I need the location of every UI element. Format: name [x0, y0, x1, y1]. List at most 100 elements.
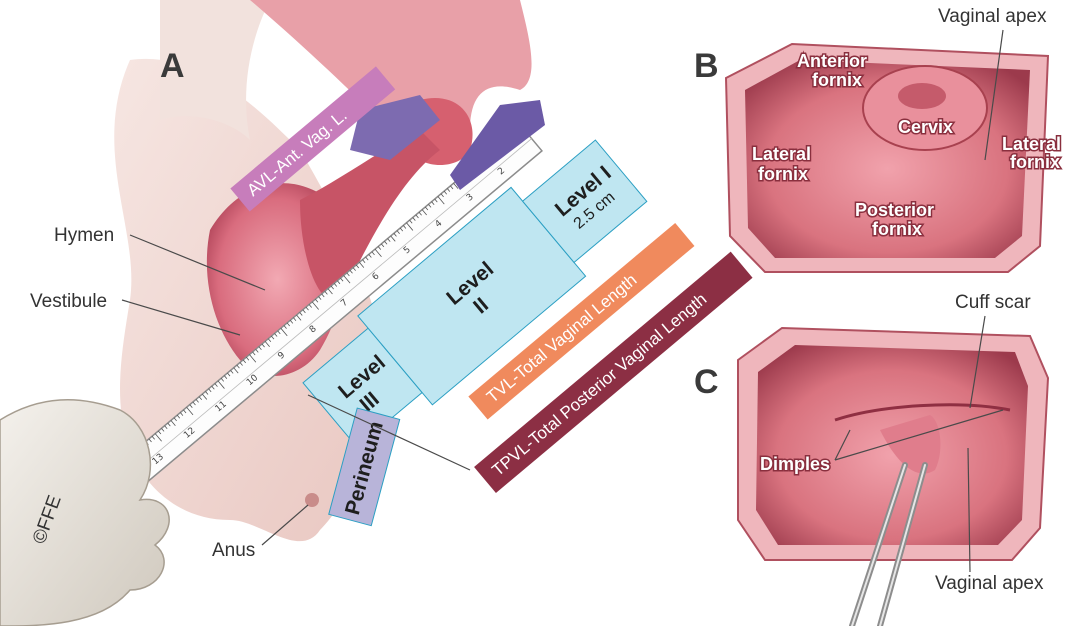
- ruler-tick: [201, 393, 208, 400]
- ruler-tick: [415, 214, 419, 219]
- ruler-tick: [368, 254, 372, 258]
- ruler-tick: [318, 296, 322, 300]
- ruler-tick: [167, 422, 171, 427]
- dimples-leader-2: [834, 409, 1004, 461]
- ruler-tick: [453, 182, 459, 189]
- anterior-fornix-label-1: Anterior: [797, 51, 867, 71]
- ruler-tick: [302, 309, 306, 314]
- ruler-tick: [252, 351, 256, 356]
- ruler-tick: [324, 291, 328, 295]
- ruler-tick: [377, 246, 382, 250]
- ruler-tick: [173, 417, 177, 422]
- hymen-leader: [129, 234, 266, 291]
- ruler-tick: [387, 238, 391, 242]
- apex-c-leader: [967, 447, 971, 573]
- ruler-tick: [396, 230, 400, 235]
- ruler-tick: [286, 322, 290, 327]
- cuff-tissue: [880, 415, 941, 474]
- ruler-tick: [384, 240, 388, 245]
- ruler-tick: [158, 430, 162, 435]
- cuff-scar-leader: [969, 315, 986, 409]
- ruler-tick: [274, 333, 278, 337]
- ruler-tick: [264, 341, 270, 347]
- ruler-number: 4: [433, 218, 444, 230]
- ruler-tick: [381, 243, 385, 248]
- ruler-tick: [327, 288, 333, 295]
- ruler-tick: [189, 404, 193, 408]
- ruler-tick: [450, 185, 454, 190]
- ruler-tick: [230, 370, 234, 374]
- ruler-tick: [355, 264, 360, 269]
- lateral-fornix-left-2: fornix: [758, 164, 808, 184]
- cuff-scar: [834, 403, 1011, 422]
- ruler-tick: [446, 188, 451, 192]
- ruler-tick: [277, 330, 281, 335]
- ruler-tick: [359, 262, 365, 268]
- ruler-number: 9: [276, 350, 287, 362]
- ruler-tick: [443, 190, 448, 195]
- ruler-tick: [403, 225, 407, 229]
- forceps-highlight: [851, 464, 926, 626]
- ruler-tick: [365, 256, 369, 261]
- tvl-connector: [307, 394, 471, 471]
- lateral-fornix-right-1: Lateral: [1002, 134, 1061, 154]
- ruler-tick: [223, 375, 228, 379]
- ruler-tick: [343, 275, 351, 284]
- ruler-tick: [236, 364, 240, 369]
- cervix-label: Cervix: [898, 117, 953, 137]
- ruler-tick: [233, 367, 239, 374]
- panel-c: C Cuff scar Dimples Vaginal apex: [694, 292, 1050, 626]
- ruler-tick: [424, 206, 429, 211]
- hymen-label: Hymen: [54, 225, 114, 246]
- ruler-tick: [390, 235, 396, 242]
- ruler-tip: [450, 100, 545, 190]
- ruler-tick: [289, 320, 294, 324]
- ruler-number: 7: [339, 298, 350, 309]
- ruler-tick: [333, 283, 338, 287]
- ruler-tick: [346, 272, 350, 277]
- vestibule-leader: [121, 299, 241, 336]
- panel-a-letter: A: [160, 47, 185, 85]
- ruler-tick: [151, 435, 155, 440]
- ruler-tick: [258, 346, 262, 350]
- ruler-tick: [176, 414, 181, 419]
- panel-c-letter: C: [694, 363, 719, 401]
- ruler-tick: [409, 219, 413, 224]
- vaginal-apex-b-label: Vaginal apex: [938, 6, 1047, 27]
- gloved-hand: [0, 399, 170, 626]
- ruler-tick: [330, 285, 334, 290]
- anus-label: Anus: [212, 540, 255, 561]
- lateral-fornix-left-1: Lateral: [752, 144, 811, 164]
- ruler-tick: [293, 317, 297, 321]
- posterior-fornix-label-2: fornix: [872, 219, 922, 239]
- ruler-tick: [148, 438, 152, 443]
- ruler-number: 5: [402, 245, 413, 256]
- ruler-tick: [440, 193, 444, 198]
- anus-leader: [261, 504, 309, 546]
- thigh-skin: [160, 0, 270, 140]
- ruler-tick: [321, 293, 325, 298]
- ruler-tick: [255, 349, 259, 353]
- ruler-number: 8: [308, 324, 319, 336]
- ruler-tick: [164, 425, 168, 430]
- ruler-tick: [349, 269, 353, 274]
- ruler-tick: [418, 211, 422, 216]
- ruler-tick: [421, 209, 427, 216]
- ruler-tick: [311, 301, 319, 310]
- ruler-tick: [393, 233, 397, 237]
- posterior-fornix-label-1: Posterior: [855, 200, 934, 220]
- ruler-tick: [183, 409, 187, 414]
- vaginal-canal: [300, 130, 440, 302]
- lateral-fornix-right-2: fornix: [1010, 152, 1060, 172]
- dimples-label: Dimples: [760, 454, 830, 474]
- ruler-number: 6: [371, 271, 382, 283]
- ruler-tick: [180, 412, 184, 416]
- ruler-tick: [161, 428, 165, 432]
- ruler-tick: [434, 198, 438, 203]
- ruler-number: 2: [496, 166, 507, 177]
- ruler-tick: [337, 280, 341, 285]
- cuff-scar-label: Cuff scar: [955, 292, 1031, 313]
- ruler-tick: [205, 391, 209, 395]
